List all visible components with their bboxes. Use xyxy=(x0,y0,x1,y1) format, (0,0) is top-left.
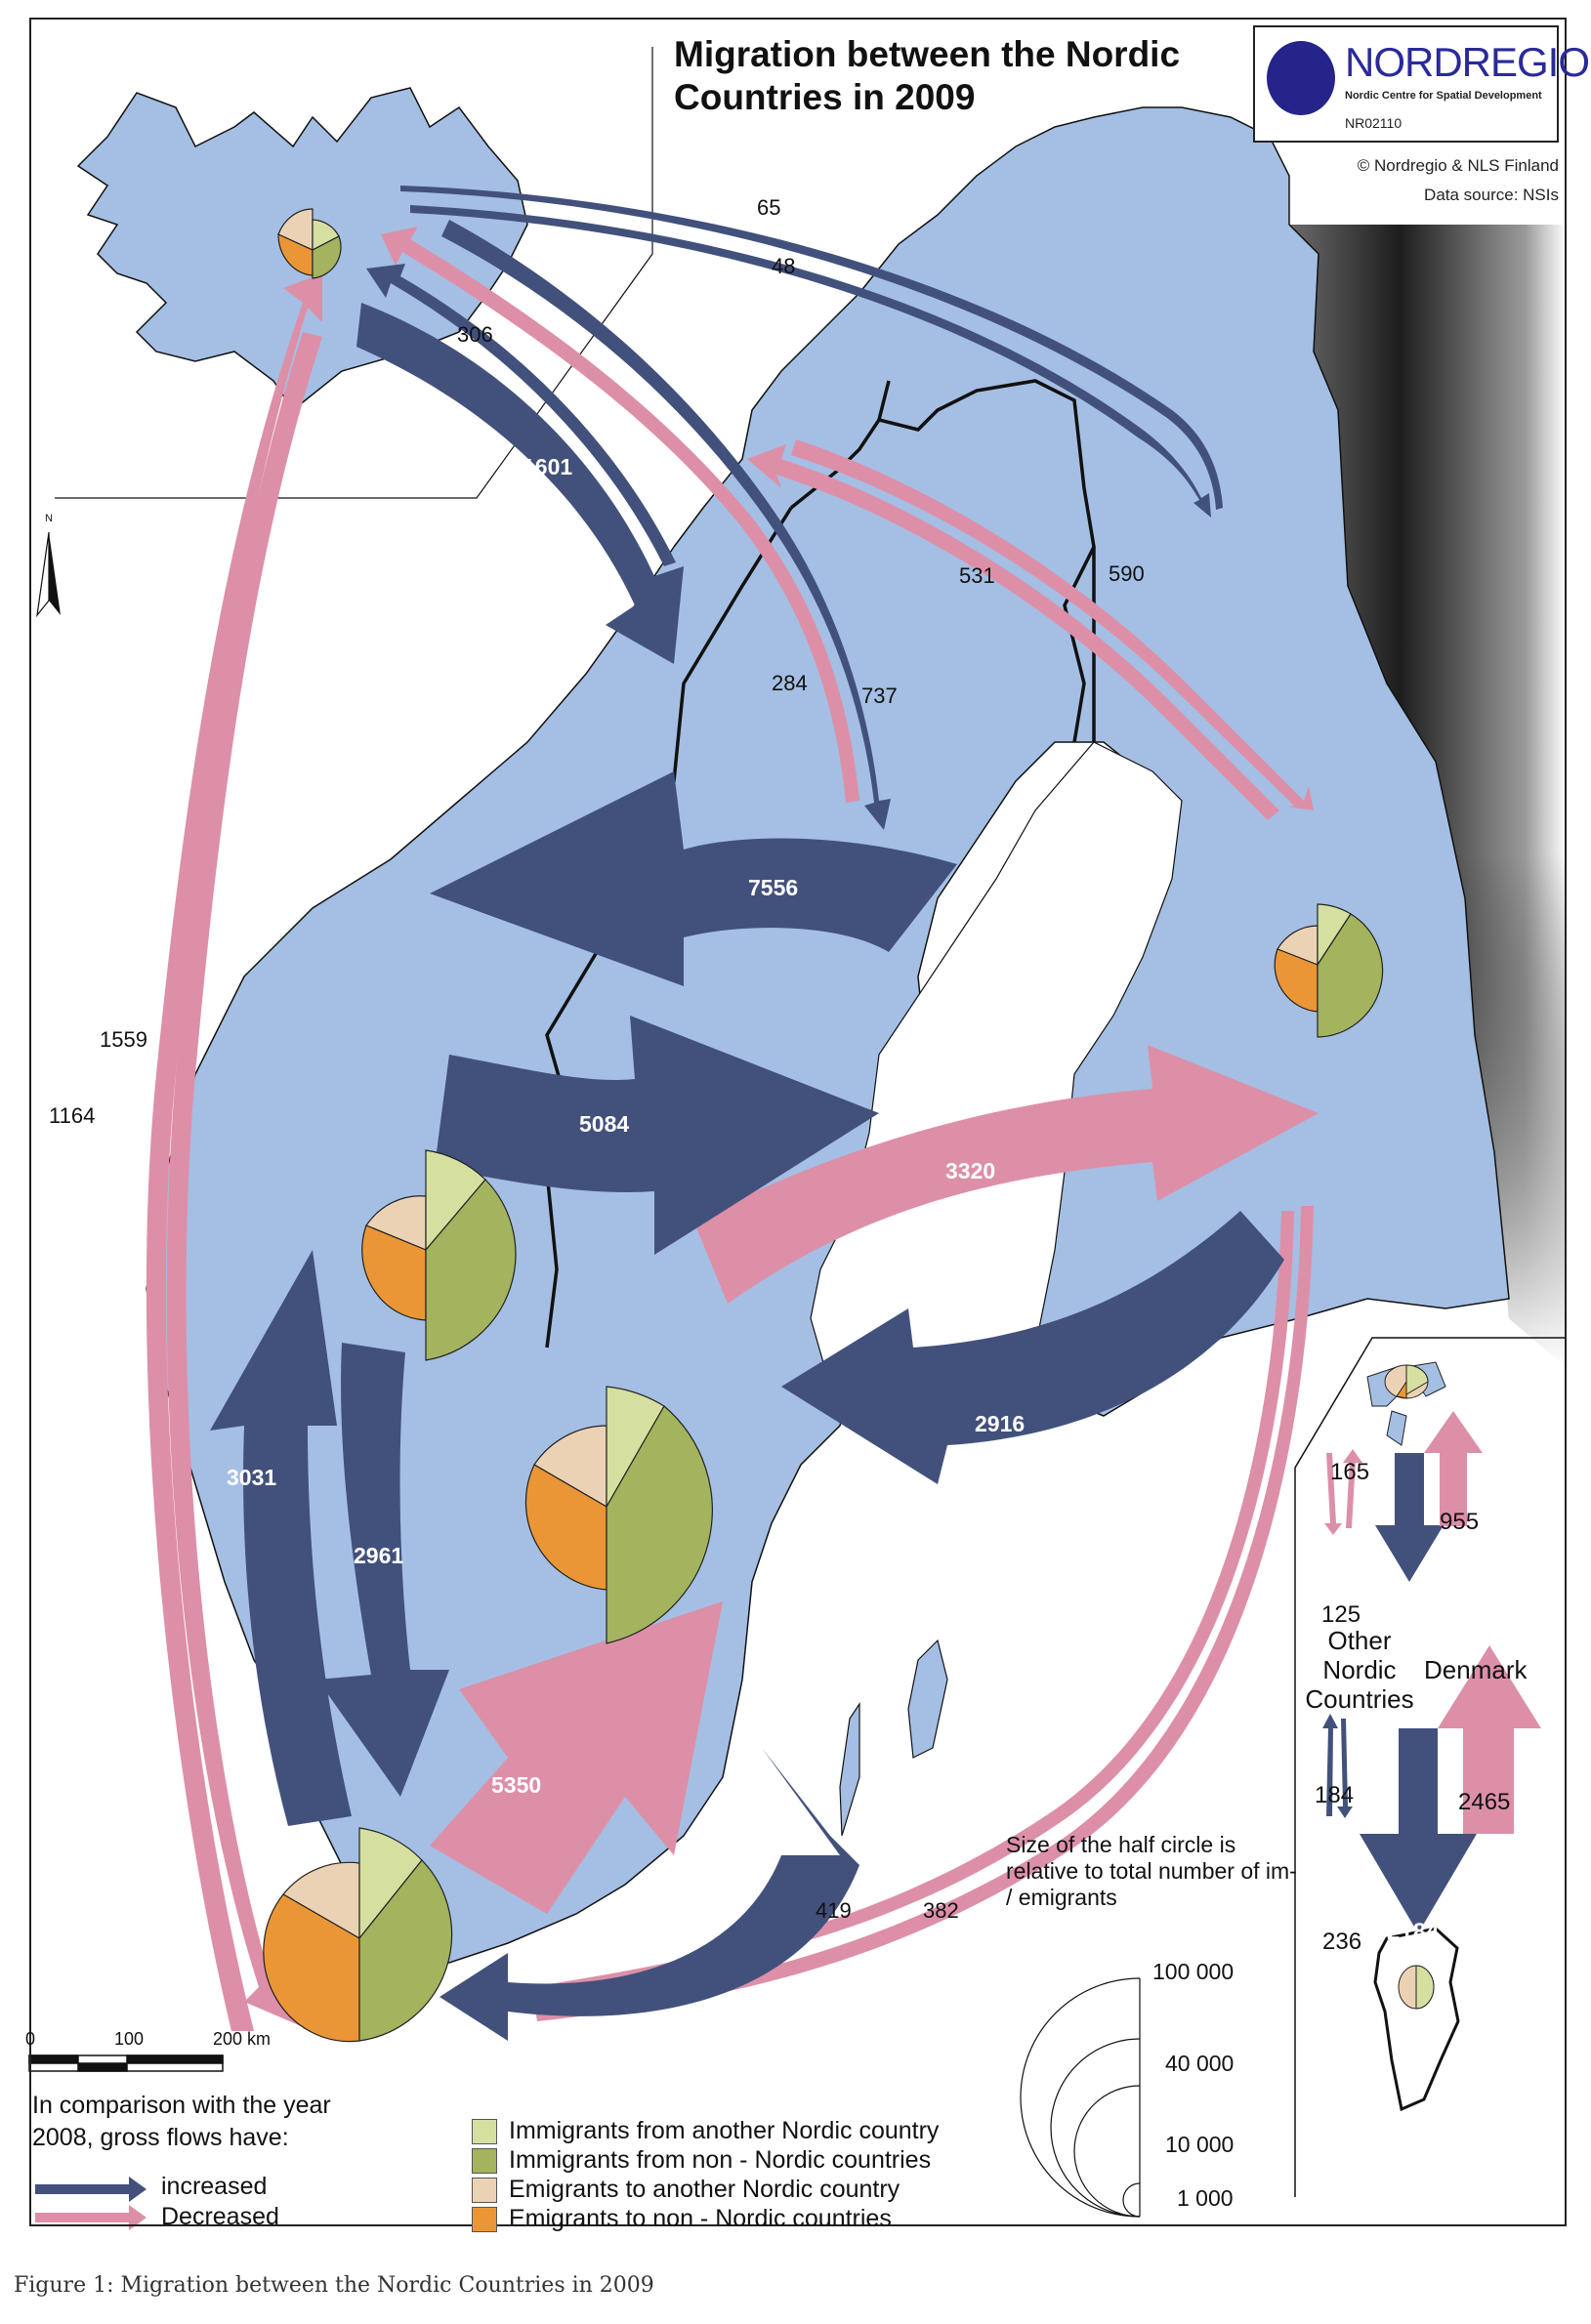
nordregio-logo: NORDREGIO Nordic Centre for Spatial Deve… xyxy=(1253,25,1590,143)
north-label: N xyxy=(45,513,53,524)
swatch-immigrants-non-nordic xyxy=(472,2147,497,2174)
gotland xyxy=(907,1639,948,1759)
swatch-emigrants-non-nordic xyxy=(472,2206,497,2232)
pie-sweden xyxy=(524,1386,713,1644)
flow-label-2916: 2916 xyxy=(975,1411,1026,1436)
pie-denmark xyxy=(263,1827,453,2043)
flow-label-5084: 5084 xyxy=(579,1111,630,1137)
size-value-1000: 1 000 xyxy=(1177,2185,1234,2211)
logo-name: NORDREGIO xyxy=(1345,39,1590,85)
flow-label-382: 382 xyxy=(923,1898,959,1923)
greenland-inset xyxy=(1373,1927,1460,2112)
copyright-text: © Nordregio & NLS Finland xyxy=(1357,156,1559,175)
title-line-1: Migration between the Nordic xyxy=(674,34,1181,74)
pie-norway xyxy=(361,1149,517,1361)
legend-decreased: Decreased xyxy=(161,2203,279,2230)
flow-label-7556: 7556 xyxy=(748,875,799,900)
legend-emigrants-non-nordic: Emigrants to non - Nordic countries xyxy=(472,2205,892,2233)
credits: © Nordregio & NLS Finland Data source: N… xyxy=(1358,151,1559,210)
flow-label-65: 65 xyxy=(757,195,781,220)
flow-label-3320: 3320 xyxy=(945,1158,996,1183)
faroe-label-955: 955 xyxy=(1440,1509,1480,1535)
flow-label-284: 284 xyxy=(772,671,808,695)
faroe-inset xyxy=(1366,1361,1446,1446)
scale-bar xyxy=(28,2054,224,2072)
logo-subtitle: Nordic Centre for Spatial Development xyxy=(1345,90,1542,102)
legend-immigrants-non-nordic: Immigrants from non - Nordic countries xyxy=(472,2146,931,2175)
flow-label-3031: 3031 xyxy=(227,1465,277,1490)
legend-immigrants-nordic: Immigrants from another Nordic country xyxy=(472,2117,939,2145)
flow-label-419: 419 xyxy=(816,1898,852,1923)
data-source-text: Data source: NSIs xyxy=(1424,186,1559,204)
flow-label-590: 590 xyxy=(1109,561,1145,586)
flow-label-737: 737 xyxy=(861,684,898,708)
oland xyxy=(839,1702,860,1837)
greenland-label-2184: 2184 xyxy=(1387,1919,1440,1945)
greenland-label-184: 184 xyxy=(1315,1782,1355,1808)
greenland-label-236: 236 xyxy=(1322,1929,1362,1955)
north-arrow-icon xyxy=(36,531,61,618)
scale-tick-100: 100 xyxy=(114,2029,145,2049)
faroe-label-1334: 1334 xyxy=(1377,1582,1430,1608)
flow-label-48: 48 xyxy=(772,254,796,278)
map-code: NR02110 xyxy=(1345,115,1403,131)
size-value-40000: 40 000 xyxy=(1165,2051,1235,2076)
flow-label-5261: 5261 xyxy=(670,1860,721,1886)
flow-label-1601: 1601 xyxy=(523,454,573,479)
flow-arrows-decreased xyxy=(146,227,1319,2031)
flow-label-1164: 1164 xyxy=(49,1103,96,1128)
scale-tick-0: 0 xyxy=(25,2029,36,2049)
size-value-100000: 100 000 xyxy=(1152,1959,1235,1984)
flow-label-5350: 5350 xyxy=(491,1772,542,1798)
flow-label-2961: 2961 xyxy=(354,1543,404,1568)
map-frame xyxy=(29,18,1567,2226)
title-line-2: Countries in 2009 xyxy=(674,77,976,117)
other-nordic-label: Other Nordic Countries xyxy=(1305,1626,1414,1714)
faroe-flows xyxy=(1324,1411,1483,1582)
map-title: Migration between the Nordic Countries i… xyxy=(674,33,1221,119)
swatch-emigrants-nordic xyxy=(472,2177,497,2203)
flow-label-1559: 1559 xyxy=(100,1027,147,1052)
pie-finland xyxy=(1274,903,1384,1038)
flow-arrows-increased xyxy=(210,186,1284,2041)
size-value-10000: 10 000 xyxy=(1165,2132,1235,2157)
flow-label-531: 531 xyxy=(959,563,995,588)
legend-arrows xyxy=(35,2177,147,2230)
size-legend-circles xyxy=(1020,1977,1141,2218)
greenland-flows xyxy=(1322,1645,1541,1933)
russia-shading xyxy=(1289,225,1567,1367)
size-legend-note: Size of the half circle is relative to t… xyxy=(1006,1832,1297,1910)
inset-panel-frame xyxy=(1294,1337,1567,2197)
greenland-label-2465: 2465 xyxy=(1458,1789,1511,1815)
faroe-label-125: 125 xyxy=(1321,1601,1361,1628)
scale-tick-200: 200 km xyxy=(213,2029,272,2049)
swatch-immigrants-nordic xyxy=(472,2118,497,2144)
legend-trend-heading: In comparison with the year 2008, gross … xyxy=(32,2092,331,2151)
figure-caption: Figure 1: Migration between the Nordic C… xyxy=(14,2273,654,2298)
legend-emigrants-nordic: Emigrants to another Nordic country xyxy=(472,2176,900,2204)
faroe-label-165: 165 xyxy=(1330,1459,1370,1485)
flow-label-306: 306 xyxy=(457,322,493,347)
pie-iceland xyxy=(277,208,342,279)
legend-increased: increased xyxy=(161,2173,268,2200)
globe-icon xyxy=(1267,41,1335,115)
denmark-label: Denmark xyxy=(1424,1655,1528,1684)
